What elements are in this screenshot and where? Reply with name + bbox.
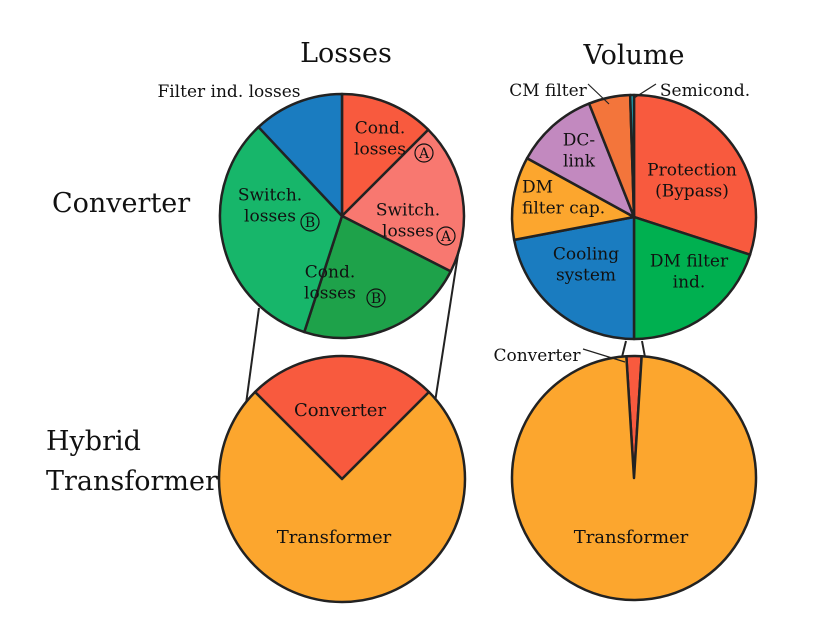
slice-switch-losses-a (340, 128, 466, 273)
circle-letter-a: A (440, 229, 452, 245)
slice-label-ind: ind. (673, 273, 706, 293)
slice-label-cooling: Cooling (553, 245, 619, 265)
volume-connector-right (641, 340, 646, 358)
volume-title: Volume (583, 40, 685, 71)
slice-cond-losses-a (340, 92, 430, 218)
slice-cooling-system (512, 215, 636, 341)
slice-label-cm-filter: CM filter (509, 81, 587, 101)
hybrid-row-title-line1: Hybrid (46, 426, 141, 457)
slice-protection-bypass (632, 93, 758, 256)
converter-row-title: Converter (52, 188, 190, 219)
slice-label-switch: Switch. (238, 186, 302, 206)
hybrid-row-title-line2: Transformer (46, 466, 218, 497)
circle-letter-b: B (305, 215, 315, 231)
losses-connector-right (434, 247, 460, 403)
slice-dm-filter-cap (510, 156, 636, 242)
slice-label-bypass: (Bypass) (655, 182, 729, 202)
slice-label-converter: Converter (493, 346, 581, 366)
slice-switch-losses-b (218, 125, 344, 334)
slice-transformer (217, 390, 467, 604)
losses-connector-left (245, 307, 260, 405)
slice-filter-ind-losses (257, 92, 344, 218)
slice-cond-losses-b (303, 214, 452, 340)
callout-leaders (582, 83, 657, 363)
slice-semicond (628, 93, 636, 219)
slice-label-system: system (556, 266, 616, 286)
slice-converter (253, 354, 431, 481)
cm-filter-leader (587, 83, 610, 105)
slice-label-transformer: Transformer (574, 527, 689, 548)
slice-label-link: link (563, 152, 596, 172)
circle-marker-b (300, 212, 320, 232)
circle-letter-b: B (371, 291, 381, 307)
slice-transformer (510, 354, 758, 602)
slice-label-switch: Switch. (376, 201, 440, 221)
semicond-leader (633, 83, 657, 99)
circle-marker-a (436, 226, 456, 246)
slice-label-dm: DM (522, 178, 553, 198)
volume-connector-left (621, 340, 627, 358)
slice-label-converter: Converter (294, 400, 387, 421)
converter-volume-leader (582, 348, 626, 363)
zoom-connectors (245, 247, 646, 405)
slice-label-losses: losses (244, 207, 296, 227)
slice-label-transformer: Transformer (277, 527, 392, 548)
slice-label-protection: Protection (647, 161, 737, 181)
slice-label-cond: Cond. (305, 263, 355, 283)
slice-label-semicond: Semicond. (660, 81, 750, 101)
slice-label-cond: Cond. (355, 119, 405, 139)
circle-letter-a: A (418, 146, 430, 162)
slice-label-filter-ind-losses: Filter ind. losses (157, 82, 300, 102)
slice-label-dm-filter: DM filter (650, 252, 729, 272)
slice-dc-link (525, 102, 636, 219)
slice-dm-filter-ind (632, 215, 752, 341)
circle-marker-b (366, 288, 386, 308)
slice-label-losses: losses (354, 140, 406, 160)
circle-marker-a (414, 143, 434, 163)
slice-label-dc: DC- (563, 131, 595, 151)
slice-label-losses: losses (382, 222, 434, 242)
losses-title: Losses (300, 38, 392, 69)
slice-label-losses: losses (304, 284, 356, 304)
slice-label-filter-cap: filter cap. (522, 199, 605, 219)
